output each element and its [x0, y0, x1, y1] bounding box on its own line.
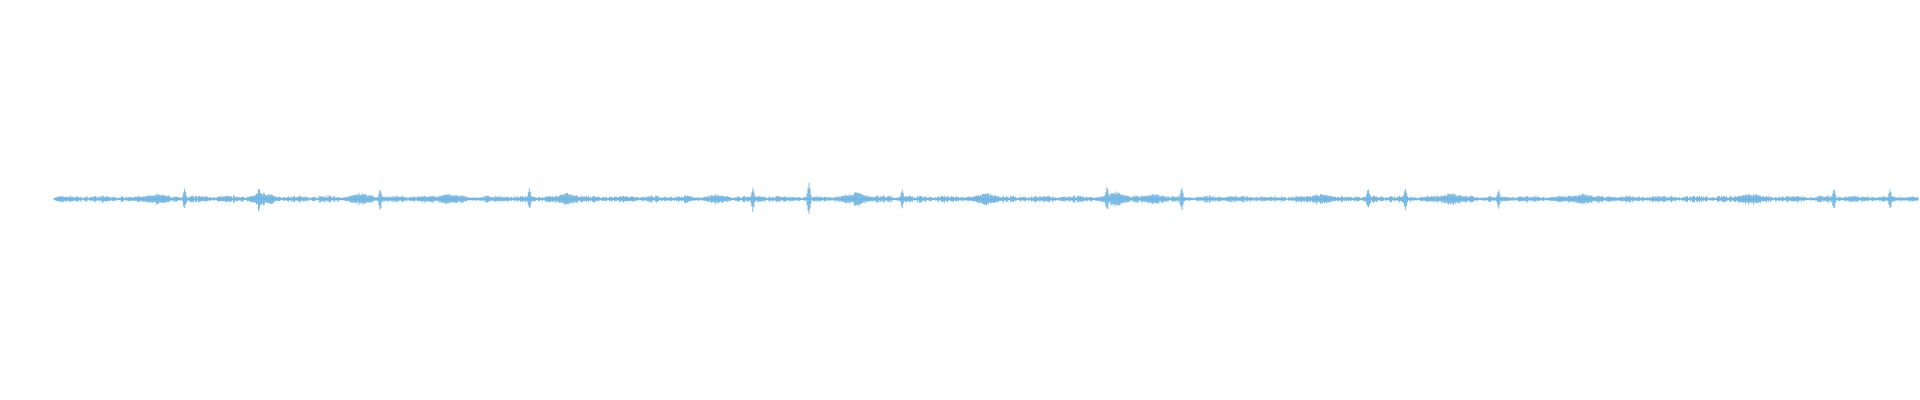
waveform-trace: [53, 182, 1919, 214]
